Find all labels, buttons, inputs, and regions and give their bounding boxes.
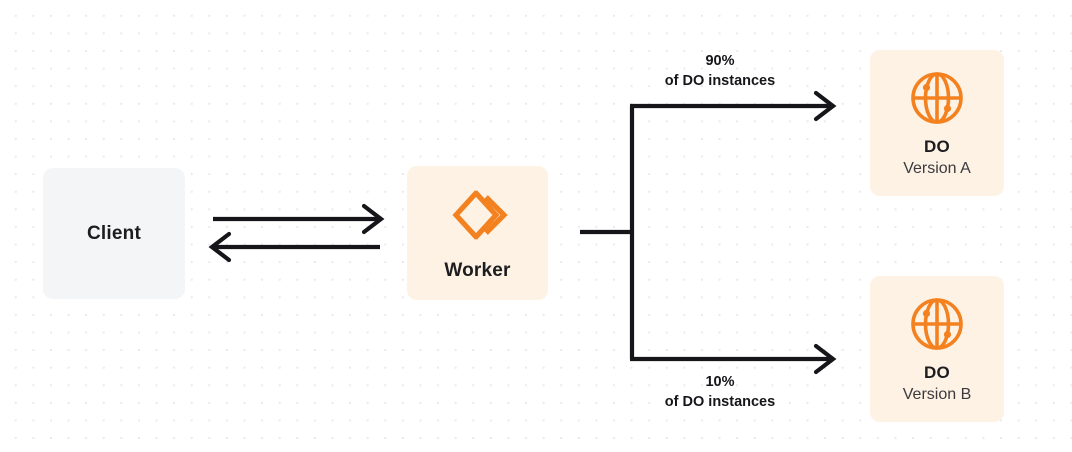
globe-icon [908,69,966,127]
node-do-b-label: DO [923,362,951,382]
node-do-b-sublabel: Version B [902,385,972,403]
cloudflare-workers-icon [447,184,509,246]
edge-worker-split-trunk [580,106,635,359]
edge-label-do-a-text: of DO instances [664,72,776,89]
globe-icon [908,295,966,353]
edge-worker-to-do-b [630,343,837,375]
edge-label-do-b-text: of DO instances [664,393,776,410]
edge-client-to-worker [213,203,385,235]
node-do-a-label: DO [923,136,951,156]
node-do-version-a[interactable]: DO Version A [870,50,1004,196]
edge-label-do-a-percent: 90% [705,53,735,69]
edge-label-do-a: 90% of DO instances [620,52,820,91]
node-do-version-b[interactable]: DO Version B [870,276,1004,422]
node-client[interactable]: Client [43,168,185,299]
edge-worker-to-client [208,231,380,263]
node-client-label: Client [87,222,141,244]
edge-label-do-b-percent: 10% [705,374,735,390]
node-worker[interactable]: Worker [407,166,548,300]
node-do-a-sublabel: Version A [903,159,971,177]
edge-worker-to-do-a [630,90,837,122]
edge-label-do-b: 10% of DO instances [620,373,820,412]
node-worker-label: Worker [444,260,511,281]
